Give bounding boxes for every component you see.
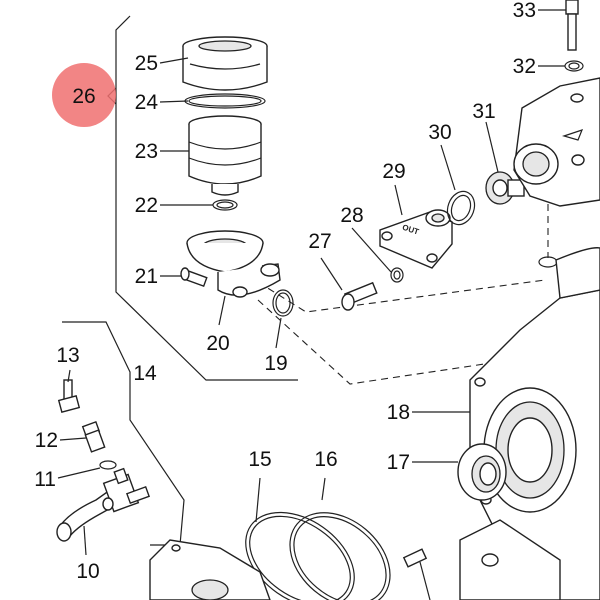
label-28: 28	[340, 204, 363, 227]
part-33-bolt	[565, 0, 579, 51]
label-33: 33	[513, 0, 536, 22]
assembly-line-lower	[257, 299, 546, 385]
highlight-circle-26[interactable]	[52, 63, 116, 127]
part-17-seal	[457, 443, 507, 501]
part-28-washer	[390, 267, 404, 283]
pump-head-upper	[513, 77, 600, 207]
label-23: 23	[135, 140, 158, 163]
bottom-housing	[149, 539, 271, 600]
small-oring	[538, 256, 558, 268]
group-26-bracket	[115, 15, 298, 381]
label-16: 16	[314, 448, 337, 471]
bottom-bolt	[402, 548, 431, 600]
label-25: 25	[135, 52, 158, 75]
part-25-cap	[182, 36, 268, 91]
label-18: 18	[387, 401, 410, 424]
part-18-pump-body	[459, 247, 600, 600]
part-29-flange: OUT	[379, 209, 453, 269]
leader-lines	[57, 9, 566, 556]
label-21: 21	[135, 265, 158, 288]
label-10: 10	[76, 560, 99, 583]
part-12-connector	[81, 421, 106, 453]
label-19: 19	[264, 352, 287, 375]
part-20-housing	[186, 230, 281, 298]
part-24-oring	[184, 93, 266, 109]
label-14: 14	[133, 362, 157, 385]
part-21-screw	[180, 267, 208, 288]
label-27: 27	[308, 230, 331, 253]
part-31-valve	[485, 171, 525, 205]
assembly-line-upper	[257, 279, 546, 313]
part-22-oring	[212, 199, 238, 211]
label-26: 26	[72, 85, 95, 108]
part-30-oring	[446, 190, 476, 226]
label-20: 20	[206, 332, 229, 355]
part-32-washer	[564, 60, 584, 72]
part-19-oring	[272, 289, 294, 317]
label-11: 11	[34, 468, 56, 491]
label-32: 32	[513, 55, 536, 78]
part-23-cylinder	[188, 115, 262, 196]
label-29: 29	[382, 160, 405, 183]
part-15-oring	[245, 511, 355, 600]
label-15: 15	[248, 448, 271, 471]
part-27-screw	[341, 281, 378, 311]
part-11-ring	[99, 460, 117, 470]
label-22: 22	[135, 194, 158, 217]
label-30: 30	[428, 121, 451, 144]
part-10-valve	[56, 467, 151, 542]
label-13: 13	[56, 344, 79, 367]
label-31: 31	[472, 100, 495, 123]
label-12: 12	[35, 429, 58, 452]
part-16-oring	[289, 512, 391, 600]
label-24: 24	[135, 91, 159, 114]
label-17: 17	[387, 451, 410, 474]
part-13-fitting	[57, 379, 81, 413]
